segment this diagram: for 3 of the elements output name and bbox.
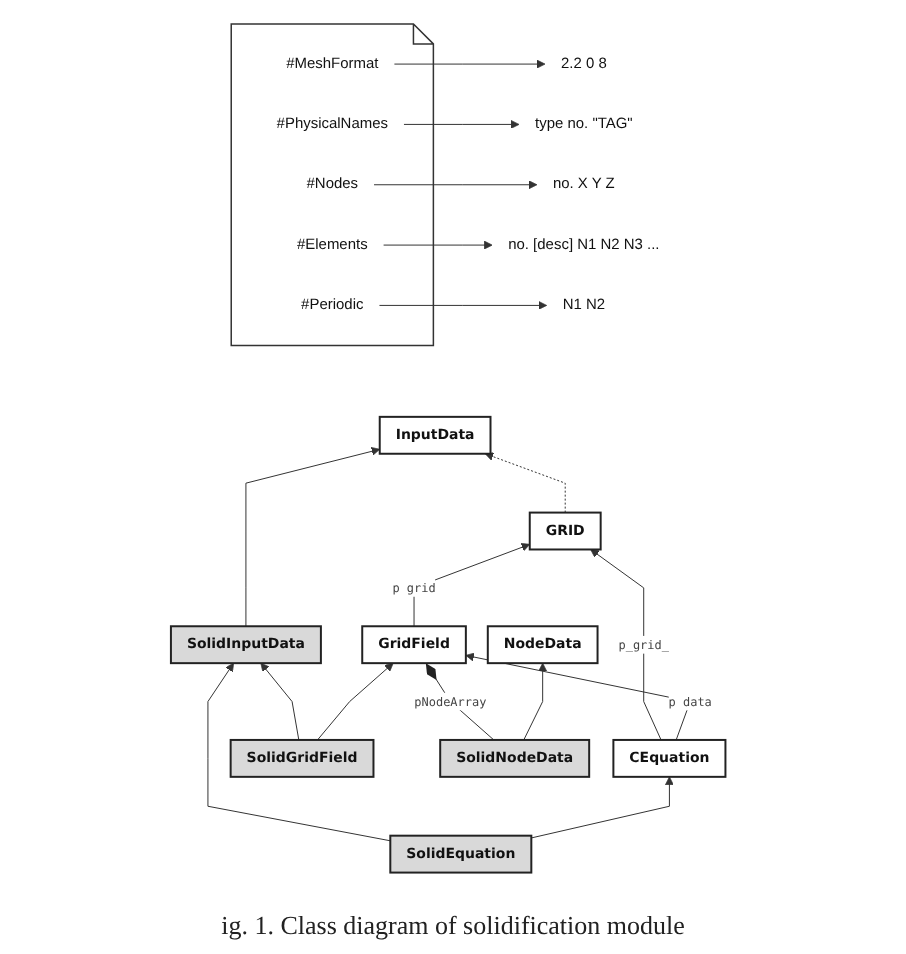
arrow — [484, 452, 566, 514]
cluster — [230, 23, 434, 347]
figure-caption: ig. 1. Class diagram of solidification module — [221, 910, 685, 942]
